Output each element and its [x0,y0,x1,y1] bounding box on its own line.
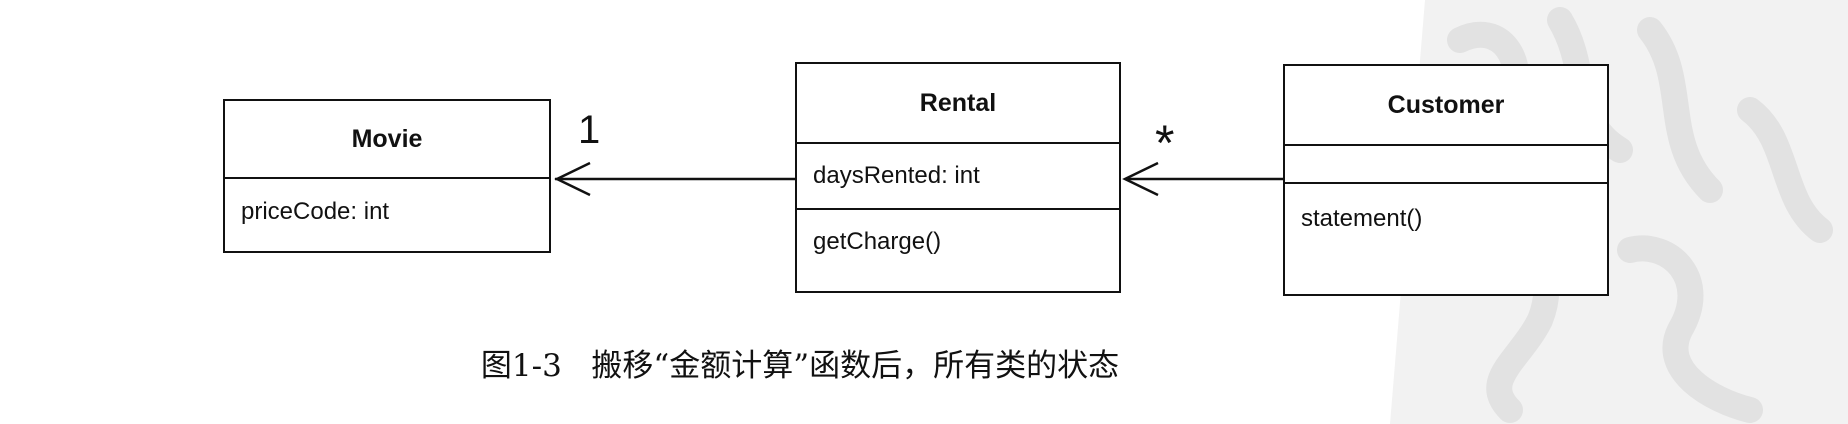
rental-attributes: daysRented: int [797,142,1119,208]
customer-class-name: Customer [1387,91,1505,119]
rental-operation-getcharge: getCharge() [813,228,942,255]
rental-class: Rental daysRented: int getCharge() [795,62,1121,293]
rental-operations: getCharge() [797,208,1119,291]
movie-class: Movie priceCode: int [223,99,551,253]
rental-attribute-daysrented: daysRented: int [813,162,980,189]
arrowhead-to-rental [1122,161,1159,197]
customer-attributes [1285,144,1607,182]
movie-attributes: priceCode: int [225,177,549,251]
customer-class: Customer statement() [1283,64,1609,296]
movie-class-name: Movie [351,125,423,153]
customer-operations: statement() [1285,182,1607,294]
rental-class-name: Rental [919,89,997,117]
arrowhead-to-movie [554,161,591,197]
multiplicity-movie-end: 1 [578,108,601,152]
movie-attribute-pricecode: priceCode: int [241,198,390,225]
figure-caption: 图1-3 搬移“金额计算”函数后，所有类的状态 [480,348,1120,384]
customer-operation-statement: statement() [1301,205,1423,232]
multiplicity-rental-end: * [1155,115,1175,171]
